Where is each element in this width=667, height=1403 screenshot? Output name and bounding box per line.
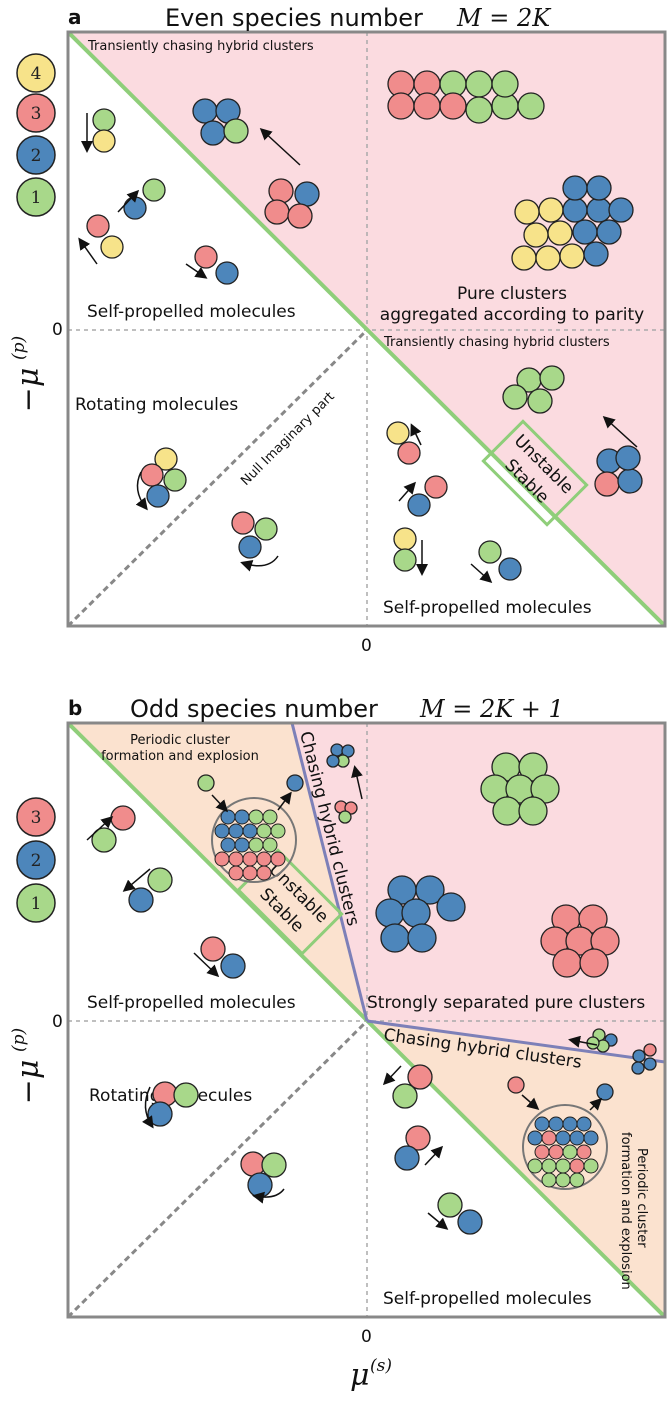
- label-self-propelled-a: Self-propelled molecules: [87, 302, 296, 322]
- svg-text:μ: μ: [350, 1358, 370, 1393]
- chasing-boundary-top: [290, 723, 369, 1022]
- label-periodic-b1: Periodic cluster: [130, 733, 230, 748]
- explosion-cluster-bottom: [527, 1116, 599, 1188]
- label-periodic-r1: Periodic cluster: [634, 1148, 649, 1248]
- label-null-imag: Null Imaginary part: [238, 389, 337, 488]
- svg-text:(s): (s): [370, 1356, 392, 1376]
- molecules-a: [86, 70, 643, 581]
- arrows-a: [78, 113, 638, 584]
- chasing-boundary-right: [366, 1019, 665, 1064]
- null-imaginary-line: [68, 328, 369, 626]
- svg-text:2: 2: [31, 851, 42, 871]
- y-axis-label-b: −μ (p): [9, 1028, 46, 1104]
- frame-a: [66, 30, 667, 628]
- svg-text:1: 1: [31, 894, 42, 914]
- frame-b: [66, 721, 667, 1319]
- legend-b: 3 2 1: [16, 797, 56, 923]
- legend-a: 4 3 2 1: [16, 53, 56, 217]
- label-top-hybrid-a: Transiently chasing hybrid clusters: [87, 39, 314, 54]
- panel-title-a: Even species number: [165, 4, 423, 32]
- svg-text:4: 4: [31, 64, 42, 84]
- svg-text:−μ: −μ: [11, 1060, 46, 1105]
- stability-boundary-a: [68, 32, 665, 626]
- label-strongly-separated: Strongly separated pure clusters: [367, 993, 645, 1013]
- panel-title-math-a: M = 2K: [456, 4, 552, 32]
- label-pure-clusters-a2: aggregated according to parity: [380, 305, 644, 325]
- panel-a: a Even species number M = 2K 4 3 2 1 Tra…: [16, 4, 667, 656]
- panel-title-math-b: M = 2K + 1: [419, 695, 564, 723]
- label-self-propelled-bottom-b: Self-propelled molecules: [383, 1289, 592, 1309]
- arrows-b: [86, 765, 603, 1230]
- label-periodic-r2: formation and explosion: [618, 1132, 633, 1290]
- y-zero-b: 0: [52, 1012, 63, 1032]
- svg-text:−μ: −μ: [11, 368, 46, 413]
- y-zero-a: 0: [52, 320, 63, 340]
- label-periodic-b2: formation and explosion: [101, 749, 259, 764]
- label-self-propelled-b: Self-propelled molecules: [87, 993, 296, 1013]
- panel-letter-b: b: [68, 696, 82, 720]
- label-mid-hybrid-a: Transiently chasing hybrid clusters: [383, 335, 610, 350]
- y-axis-label-a: −μ (p): [9, 336, 46, 412]
- explosion-cluster-top: [214, 809, 286, 881]
- svg-text:2: 2: [31, 146, 42, 166]
- label-pure-clusters-a1: Pure clusters: [457, 284, 567, 304]
- panel-b: b Odd species number M = 2K + 1 3 2 1 Pe…: [16, 695, 667, 1347]
- x-axis-label: μ (s): [350, 1356, 392, 1393]
- svg-text:1: 1: [31, 188, 42, 208]
- x-zero-b: 0: [361, 1327, 372, 1347]
- label-self-propelled-bottom-a: Self-propelled molecules: [383, 598, 592, 618]
- label-rotating-a: Rotating molecules: [75, 395, 238, 415]
- svg-text:(p): (p): [9, 1028, 29, 1052]
- pink-region-b: [292, 723, 665, 1062]
- panel-title-b: Odd species number: [130, 695, 378, 723]
- x-zero-a: 0: [361, 636, 372, 656]
- svg-text:(p): (p): [9, 336, 29, 360]
- svg-text:3: 3: [31, 808, 42, 828]
- panel-letter-a: a: [68, 5, 82, 29]
- molecules-b: [91, 743, 657, 1235]
- svg-text:3: 3: [31, 104, 42, 124]
